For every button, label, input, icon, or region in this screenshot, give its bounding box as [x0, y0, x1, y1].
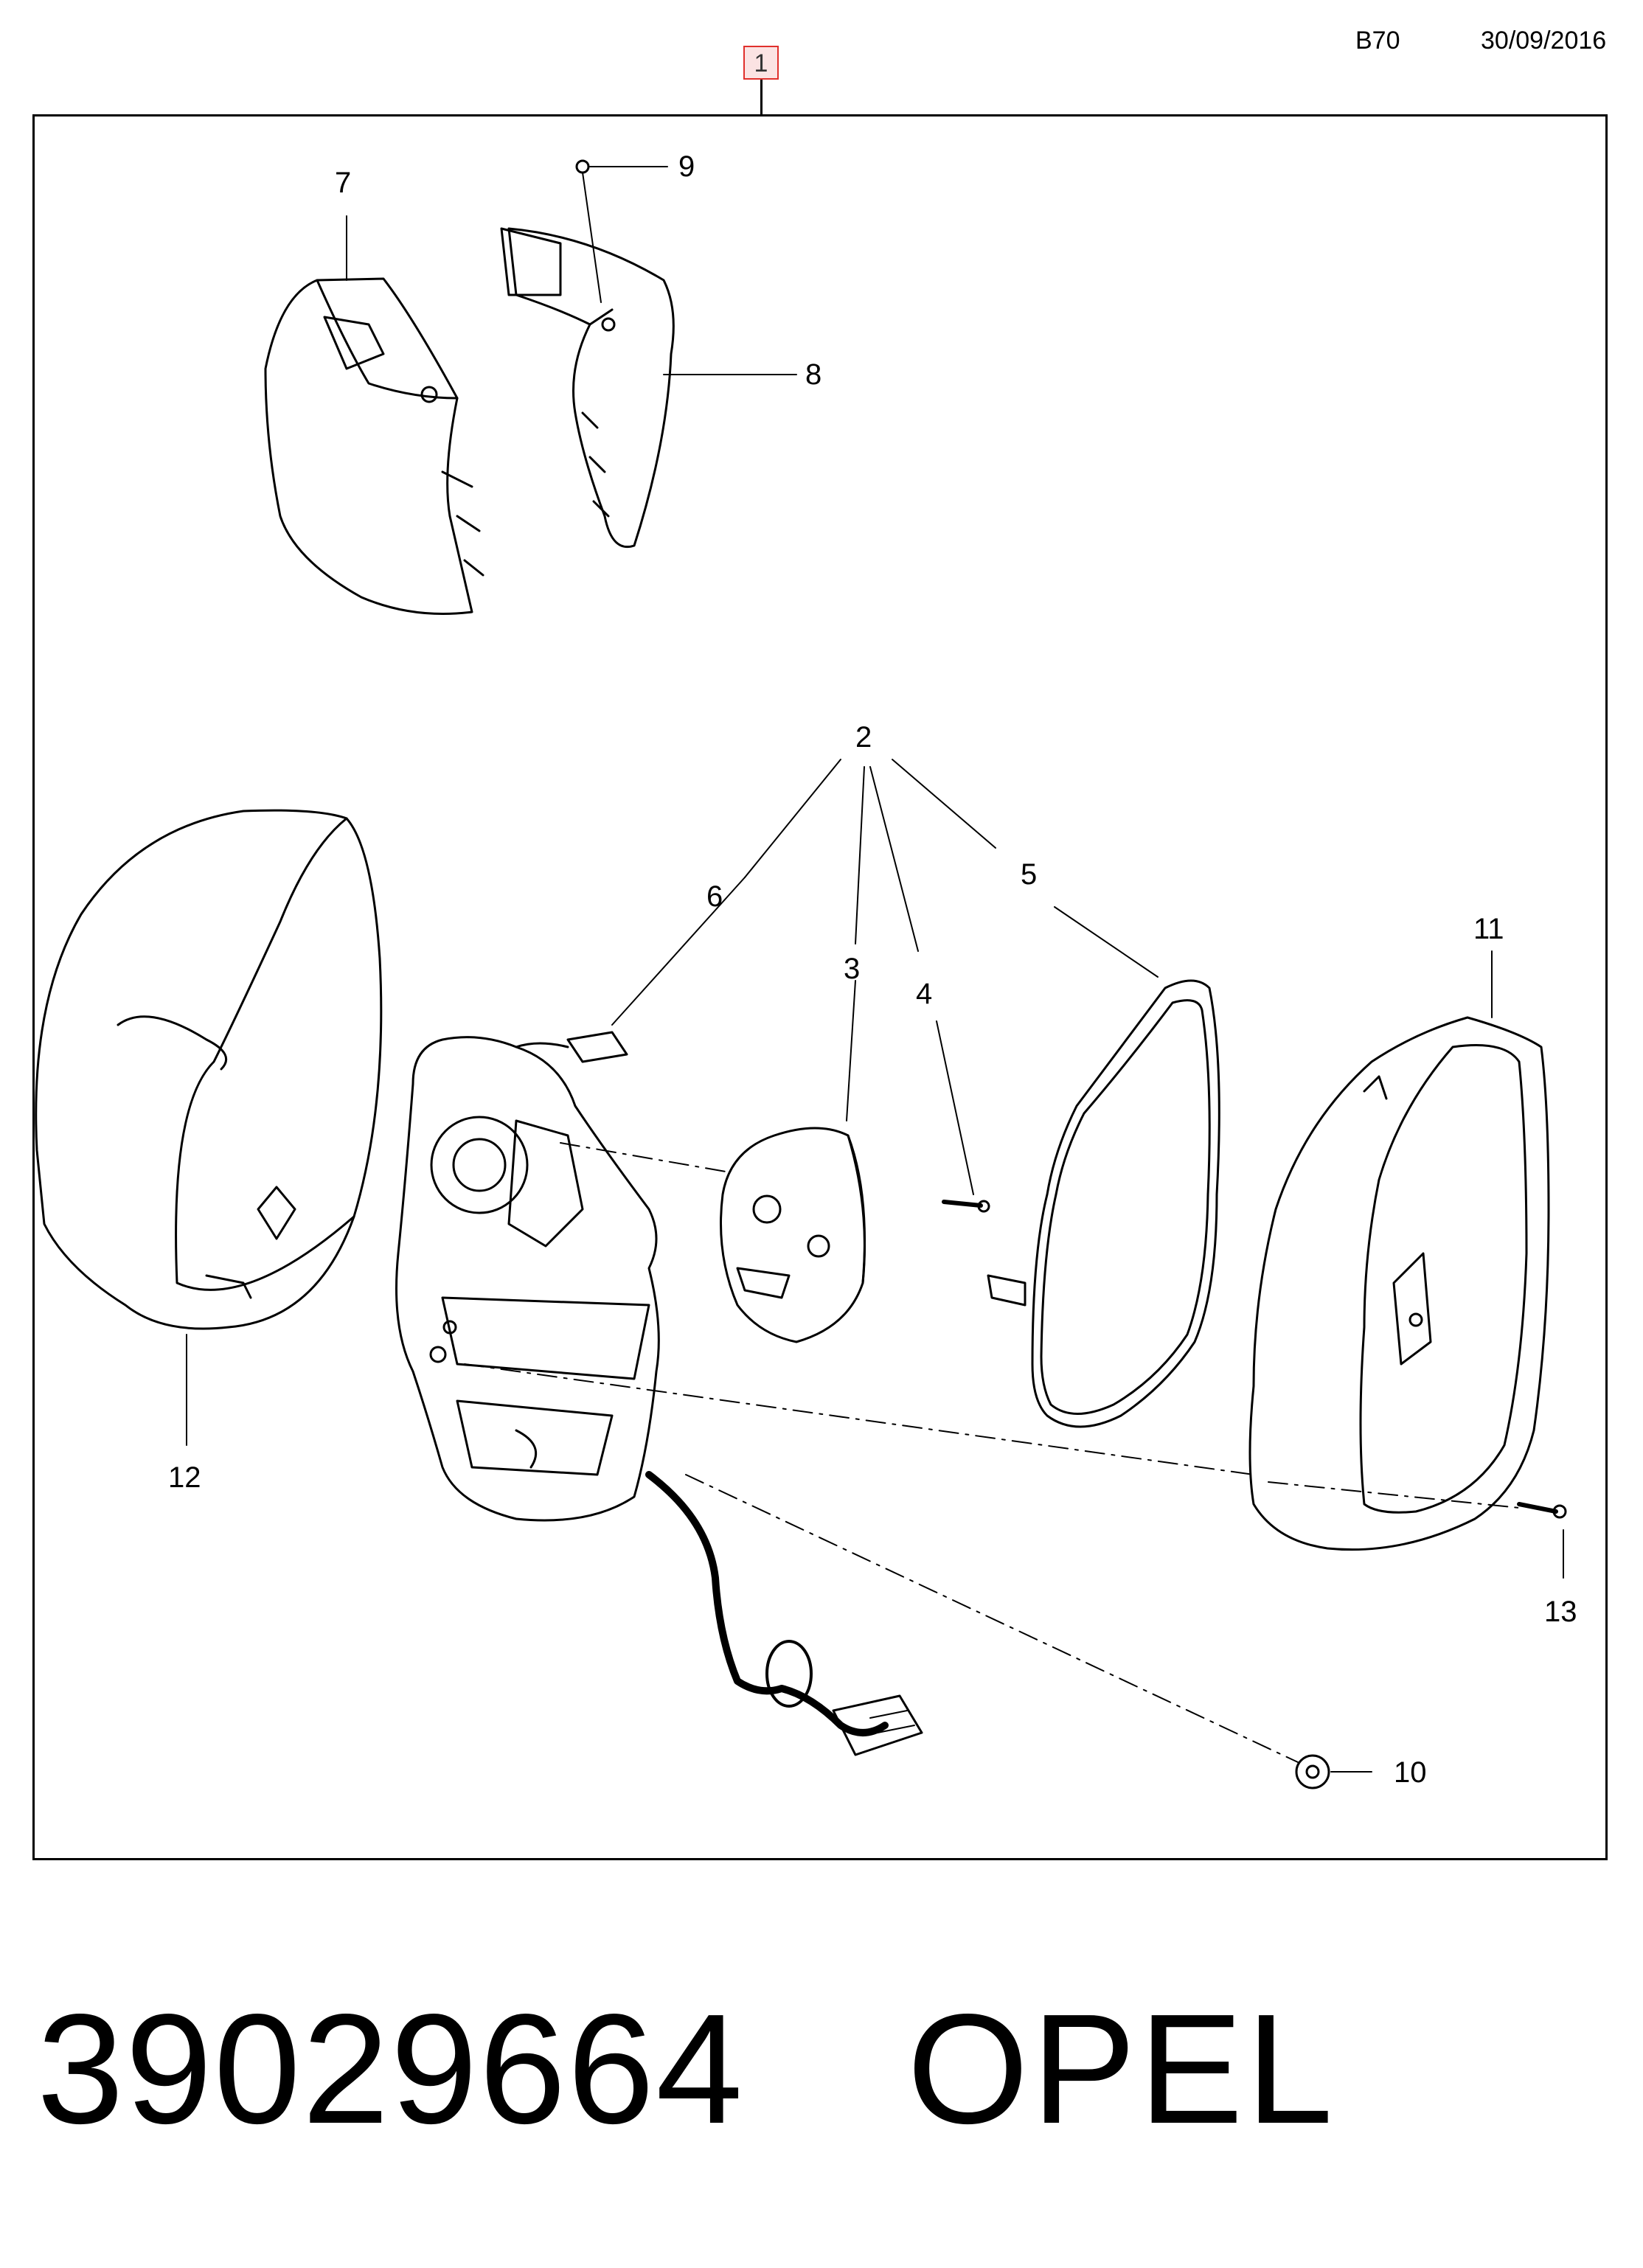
mirror-frame-part-11 — [1248, 1016, 1550, 1551]
callout-4: 4 — [916, 978, 933, 1010]
callout-2: 2 — [855, 721, 872, 754]
diagram-code: B70 — [1355, 27, 1400, 55]
callout-11: 11 — [1473, 913, 1504, 945]
callout-13: 13 — [1544, 1596, 1577, 1628]
connector-part-6 — [515, 1031, 628, 1063]
wiring-harness — [645, 1471, 923, 1756]
screw-part-4 — [942, 1200, 990, 1213]
part-number: 39029664 — [37, 1981, 745, 2156]
callout-8: 8 — [805, 358, 822, 391]
assembly-tag: 1 — [743, 46, 779, 80]
screw-part-13 — [1517, 1502, 1567, 1519]
callout-5: 5 — [1021, 858, 1038, 891]
callout-6: 6 — [706, 880, 723, 913]
nut-part-10 — [1295, 1754, 1330, 1789]
callout-9: 9 — [678, 150, 695, 183]
mirror-glass-part-5 — [987, 979, 1220, 1428]
callout-3: 3 — [844, 953, 861, 985]
diagram-date: 30/09/2016 — [1481, 27, 1607, 55]
diagram-frame — [32, 114, 1608, 1860]
assembly-tag-leader — [760, 80, 763, 115]
callout-7: 7 — [335, 167, 352, 199]
upper-cover-right-part — [500, 227, 675, 548]
upper-cover-left-part — [264, 277, 484, 615]
callout-10: 10 — [1394, 1756, 1427, 1789]
screw-part-9 — [575, 159, 602, 303]
adjuster-motor-part-3 — [720, 1127, 866, 1343]
mirror-base-actuator-assembly — [395, 1036, 660, 1522]
leader-lines — [186, 166, 1564, 1773]
callout-12: 12 — [168, 1461, 201, 1494]
brand-name: OPEL — [907, 1981, 1336, 2156]
mirror-housing-shell — [35, 809, 383, 1330]
alignment-lines — [464, 1142, 1520, 1763]
